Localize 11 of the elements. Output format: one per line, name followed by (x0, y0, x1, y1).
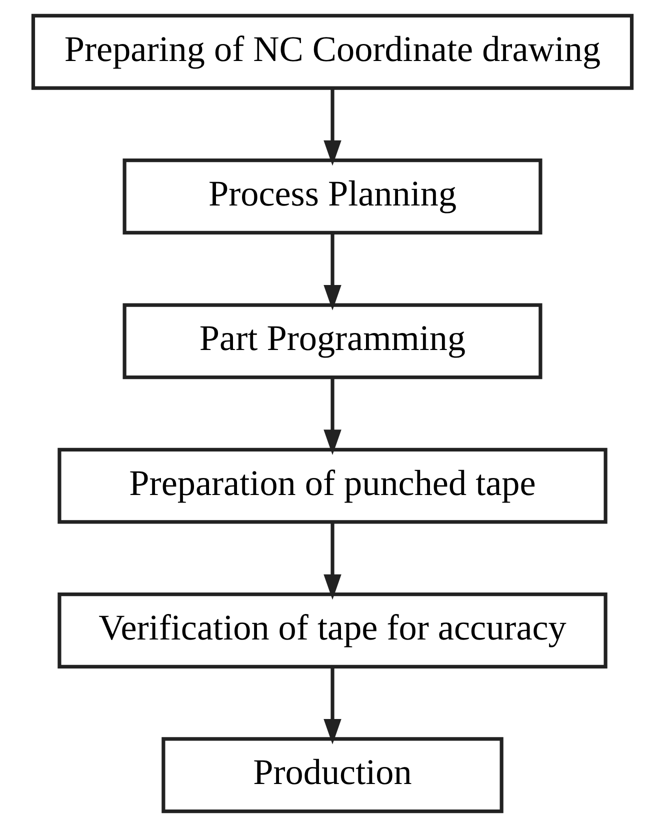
node-box: Part Programming (122, 303, 542, 380)
node-box: Process Planning (122, 158, 542, 234)
arrow (323, 522, 341, 600)
arrow (323, 378, 341, 456)
arrow (323, 667, 341, 744)
arrow (323, 88, 341, 166)
node-box: Production (161, 737, 503, 814)
node-box: Preparation of punched tape (57, 448, 607, 524)
node-box: Preparing of NC Coordinate drawing (30, 14, 634, 90)
node-box: Verification of tape for accuracy (57, 592, 607, 668)
arrow (323, 233, 341, 310)
